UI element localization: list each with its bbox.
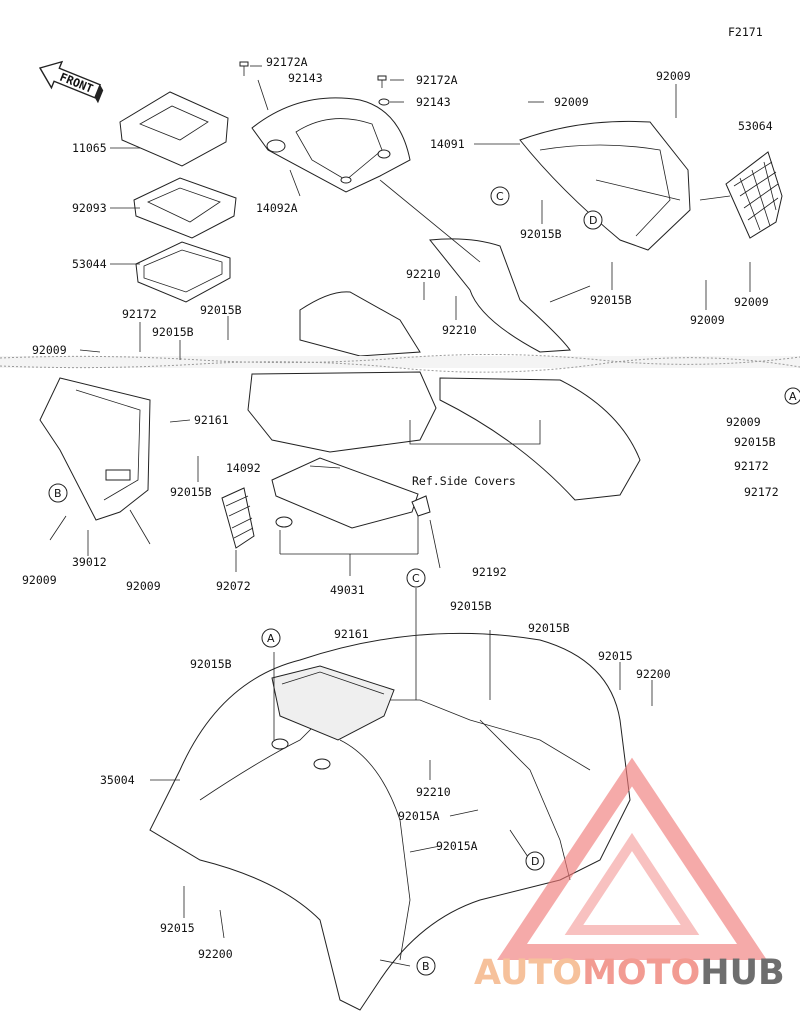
- label-14091: 14091: [430, 137, 465, 151]
- label-92143-1: 92143: [288, 71, 323, 85]
- label-92172A-2: 92172A: [416, 73, 458, 87]
- label-92015B-1: 92015B: [520, 227, 562, 241]
- cover-14092A: [251, 97, 411, 193]
- label-92015B-8: 92015B: [528, 621, 570, 635]
- side-cover-lower: [247, 371, 641, 501]
- label-92172A-1: 92172A: [266, 55, 308, 69]
- watermark-hub: HUB: [700, 953, 784, 993]
- fender-35004: [149, 632, 631, 1011]
- washer-92143-right: [378, 98, 390, 106]
- label-92192: 92192: [472, 565, 507, 579]
- gasket-53044: [135, 241, 231, 303]
- marker-d-lower: D: [525, 851, 545, 871]
- front-label: FRONT: [58, 70, 95, 96]
- label-92009-2: 92009: [656, 69, 691, 83]
- label-92009-1: 92009: [554, 95, 589, 109]
- label-35004: 35004: [100, 773, 135, 787]
- label-92172-3: 92172: [744, 485, 779, 499]
- label-92072: 92072: [216, 579, 251, 593]
- label-92172-1: 92172: [122, 307, 157, 321]
- bolt-92172A: [239, 61, 249, 76]
- label-92009-6: 92009: [726, 415, 761, 429]
- fender-14091: [519, 120, 691, 251]
- part-labels: 92172A 92143 92172A 92143 11065 14092A 9…: [22, 55, 779, 961]
- leader-lines: [49, 65, 751, 967]
- label-92210-3: 92210: [416, 785, 451, 799]
- cover-11065: [119, 91, 229, 167]
- side-cover-ref: [299, 238, 571, 357]
- label-53064: 53064: [738, 119, 773, 133]
- marker-b-lower: B: [416, 956, 436, 976]
- marker-c-lower: C: [406, 568, 426, 588]
- label-92009-4: 92009: [690, 313, 725, 327]
- label-49031: 49031: [330, 583, 365, 597]
- label-53044: 53044: [72, 257, 107, 271]
- svg-text:D: D: [589, 214, 597, 227]
- label-92015B-3: 92015B: [200, 303, 242, 317]
- watermark-moto: MOTO: [582, 953, 700, 993]
- label-92015A-2: 92015A: [436, 839, 478, 853]
- label-92009-7: 92009: [22, 573, 57, 587]
- diagram-code: F2171: [728, 25, 763, 39]
- label-92093: 92093: [72, 201, 107, 215]
- svg-text:D: D: [531, 855, 539, 868]
- svg-text:A: A: [267, 632, 275, 645]
- marker-b-left: B: [48, 483, 68, 503]
- grille-92072: [221, 487, 255, 549]
- grille-53064: [725, 151, 783, 239]
- reference-markers: C D A B C A D B: [48, 186, 800, 976]
- triangle-logo-icon: [497, 757, 767, 960]
- label-92161-1: 92161: [194, 413, 229, 427]
- label-92015B-9: 92015B: [190, 657, 232, 671]
- label-92200-2: 92200: [198, 947, 233, 961]
- label-39012: 39012: [72, 555, 107, 569]
- label-92210-1: 92210: [406, 267, 441, 281]
- label-92015-1: 92015: [598, 649, 633, 663]
- label-92015A-1: 92015A: [398, 809, 440, 823]
- watermark-auto: AUTO: [474, 953, 582, 993]
- watermark-logo: AUTOMOTOHUB: [474, 757, 785, 993]
- svg-text:C: C: [412, 572, 420, 585]
- label-92210-2: 92210: [442, 323, 477, 337]
- label-92143-2: 92143: [416, 95, 451, 109]
- label-92161-2: 92161: [334, 627, 369, 641]
- front-arrow-icon: FRONT: [38, 60, 104, 104]
- label-92009-3: 92009: [734, 295, 769, 309]
- torn-edge-band: [0, 353, 800, 373]
- label-92015B-4: 92015B: [152, 325, 194, 339]
- marker-a-right: A: [784, 387, 800, 405]
- label-92015-2: 92015: [160, 921, 195, 935]
- svg-text:C: C: [496, 190, 504, 203]
- label-11065: 11065: [72, 141, 107, 155]
- label-14092A: 14092A: [256, 201, 298, 215]
- label-14092: 14092: [226, 461, 261, 475]
- bolt-92172A-right: [377, 75, 387, 88]
- label-92015B-2: 92015B: [590, 293, 632, 307]
- label-92172-2: 92172: [734, 459, 769, 473]
- label-92009-5: 92009: [32, 343, 67, 357]
- marker-d-upper: D: [583, 210, 603, 230]
- ref-side-covers-note: Ref.Side Covers: [412, 474, 516, 488]
- cover-14092: [271, 457, 431, 529]
- label-92015B-7: 92015B: [450, 599, 492, 613]
- marker-a-lower: A: [261, 628, 281, 648]
- panel-39012: [39, 377, 151, 521]
- svg-text:A: A: [789, 390, 797, 403]
- marker-c-upper: C: [490, 186, 510, 206]
- label-92015B-6: 92015B: [170, 485, 212, 499]
- label-92200-1: 92200: [636, 667, 671, 681]
- label-92015B-5: 92015B: [734, 435, 776, 449]
- seal-92093: [133, 177, 237, 239]
- svg-text:B: B: [54, 487, 62, 500]
- svg-text:AUTOMOTOHUB: AUTOMOTOHUB: [474, 953, 785, 993]
- label-92009-8: 92009: [126, 579, 161, 593]
- svg-text:B: B: [422, 960, 430, 973]
